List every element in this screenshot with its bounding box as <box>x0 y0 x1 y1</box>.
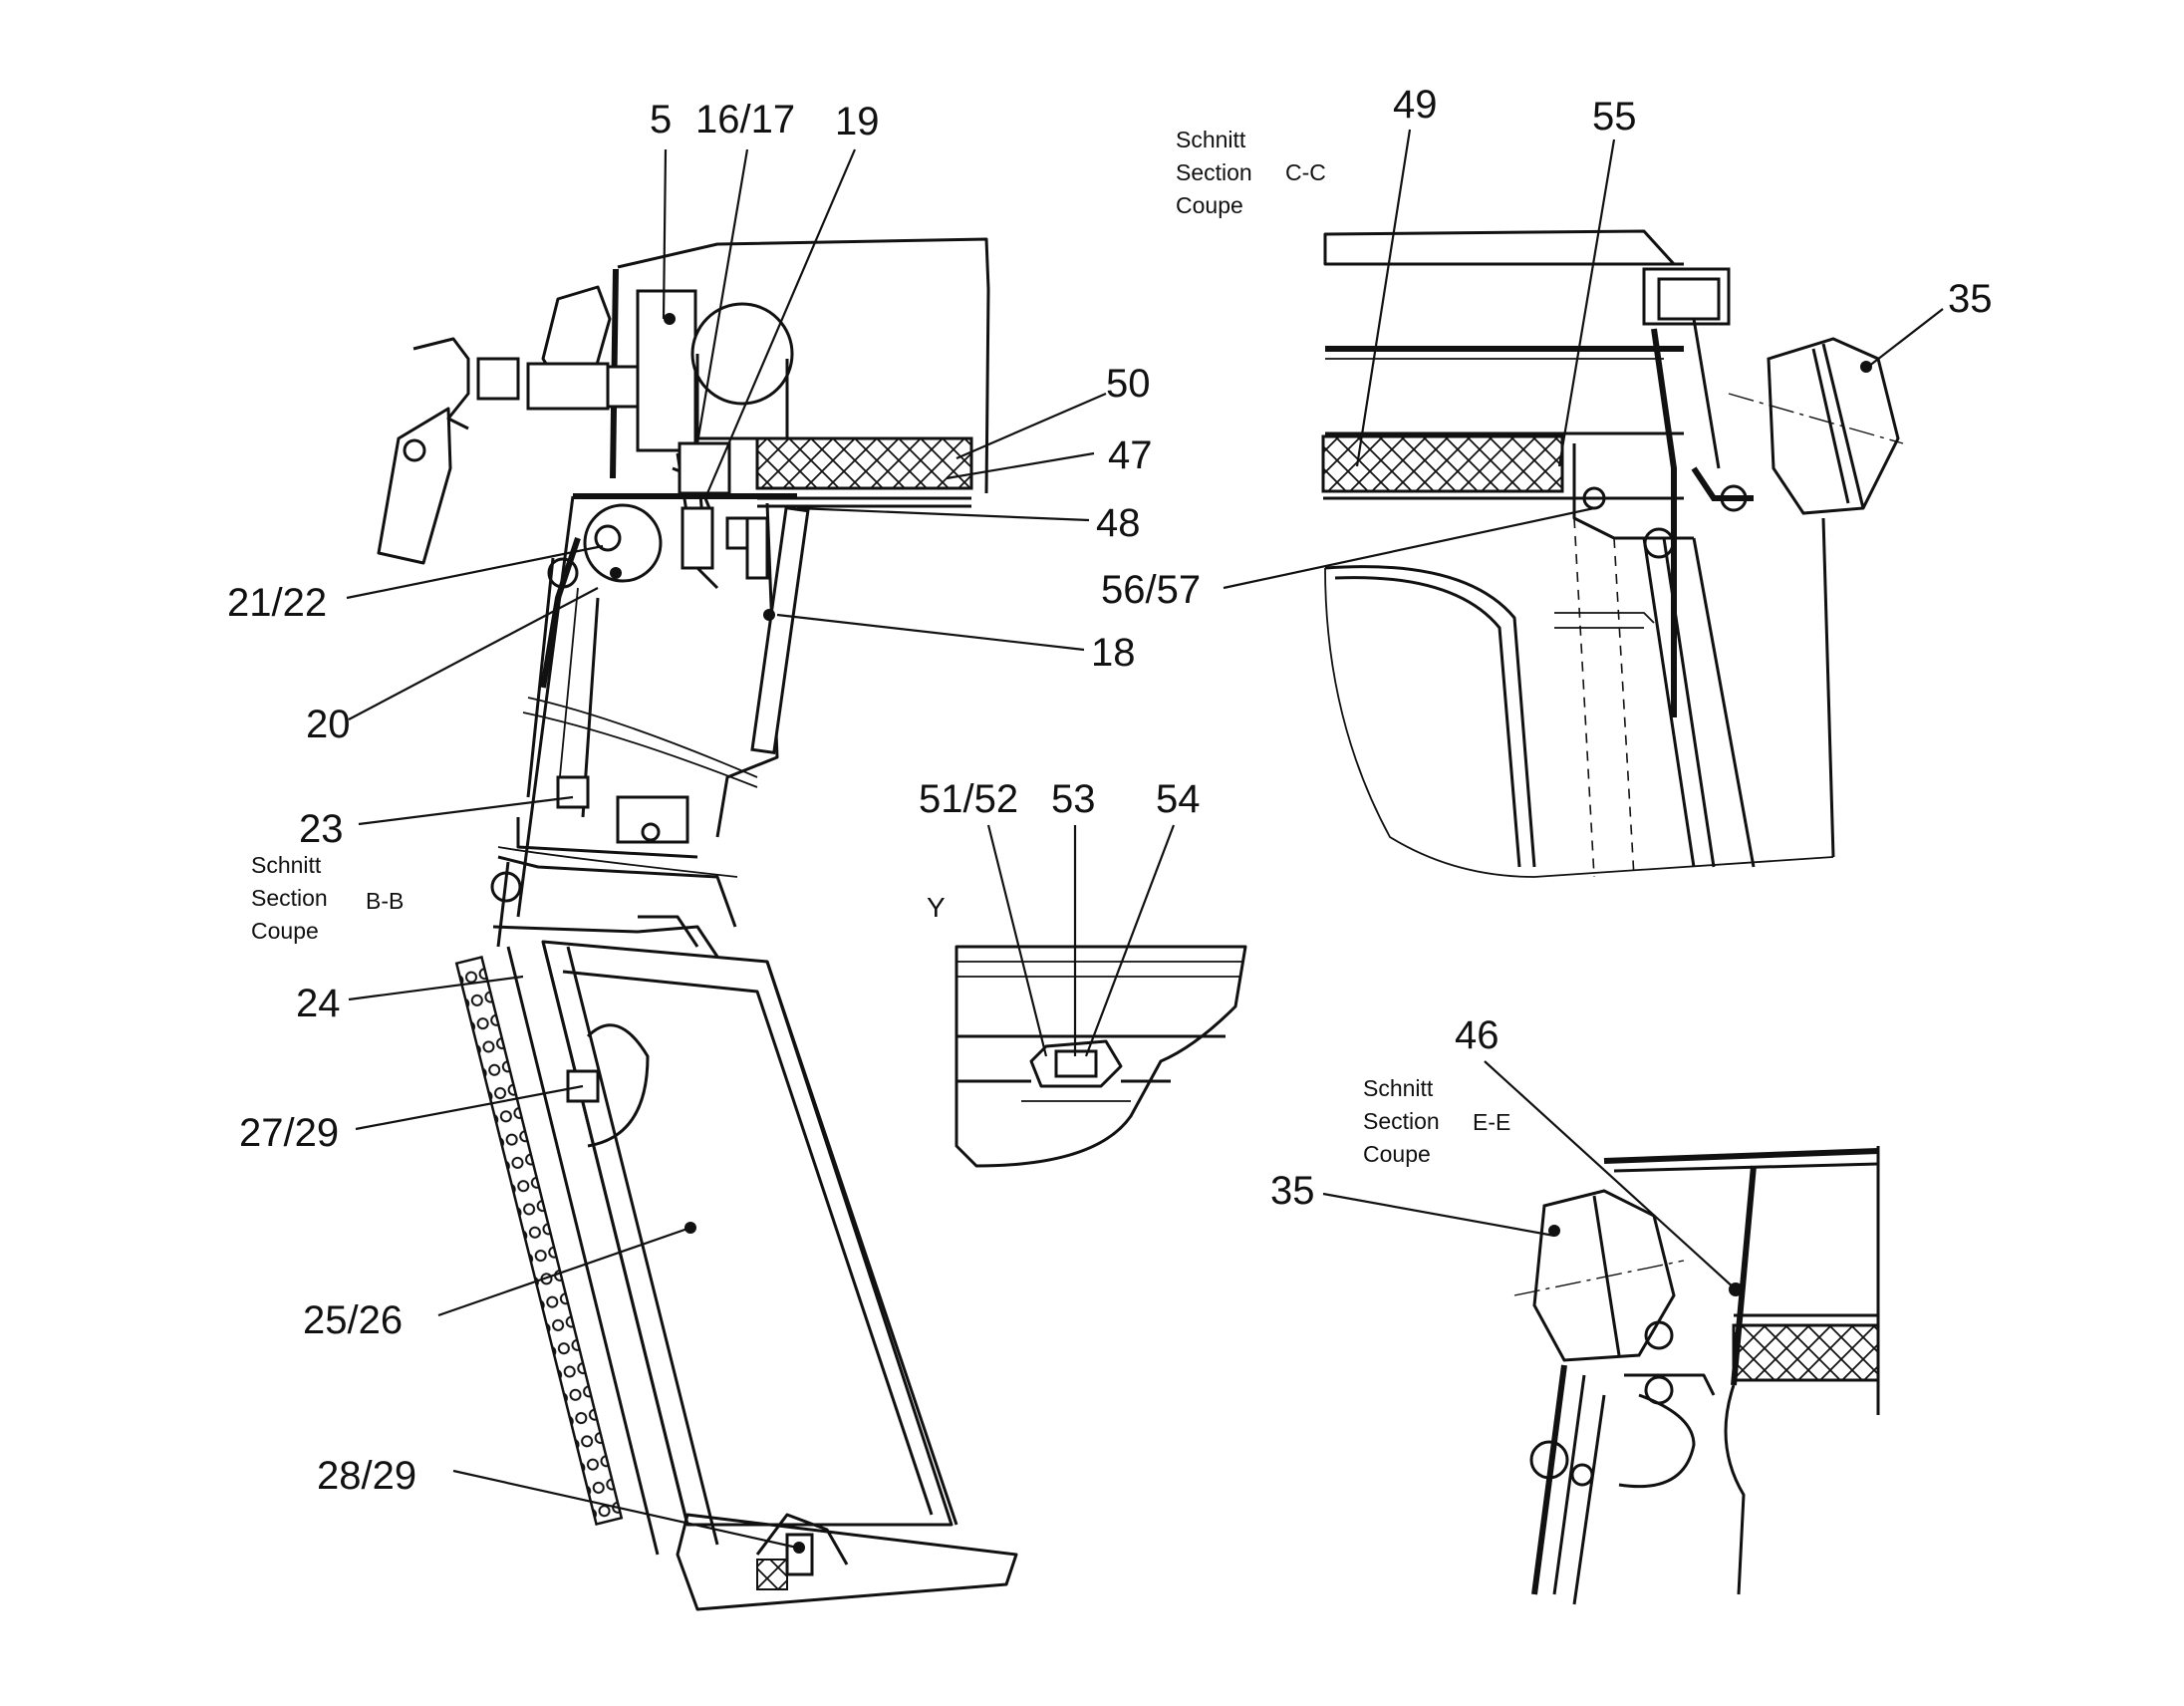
section-ee-drawing <box>1513 1146 1880 1605</box>
label-16-17: 16/17 <box>695 98 795 142</box>
label-20: 20 <box>306 703 351 746</box>
section-ee-line1: Schnitt <box>1363 1075 1434 1101</box>
section-cc-caption: Schnitt Section Coupe C-C <box>1176 127 1326 218</box>
section-ee-line2: Section <box>1363 1108 1440 1134</box>
label-46: 46 <box>1455 1013 1500 1057</box>
section-ee-caption: Schnitt Section Coupe E-E <box>1363 1075 1510 1167</box>
label-35-top: 35 <box>1948 277 1993 321</box>
label-56-57: 56/57 <box>1101 568 1201 612</box>
section-cc-line2: Section <box>1176 159 1252 185</box>
section-cc-drawing <box>1321 229 1904 878</box>
label-47: 47 <box>1108 433 1153 477</box>
label-28-29: 28/29 <box>317 1454 416 1498</box>
label-54: 54 <box>1156 777 1201 821</box>
label-35-bottom: 35 <box>1270 1169 1315 1213</box>
label-21-22: 21/22 <box>227 581 327 625</box>
part-labels: 5 16/17 19 50 47 48 18 21/22 20 23 24 27… <box>227 83 1993 1498</box>
section-cc-line1: Schnitt <box>1176 127 1246 152</box>
section-bb-line3: Coupe <box>251 918 319 944</box>
section-ee-line3: Coupe <box>1363 1141 1431 1167</box>
label-27-29: 27/29 <box>239 1111 339 1155</box>
section-bb-caption: Schnitt Section Coupe B-B <box>251 852 404 944</box>
label-55: 55 <box>1592 95 1637 139</box>
section-cc-id: C-C <box>1285 159 1326 185</box>
label-48: 48 <box>1096 501 1141 545</box>
view-y-drawing <box>955 945 1247 1168</box>
label-53: 53 <box>1051 777 1096 821</box>
label-view-y: Y <box>927 892 946 923</box>
label-5: 5 <box>650 98 672 142</box>
leader-lines <box>346 129 1944 1550</box>
label-23: 23 <box>299 807 344 851</box>
section-bb-line2: Section <box>251 885 328 911</box>
section-bb-line1: Schnitt <box>251 852 322 878</box>
label-19: 19 <box>835 100 880 143</box>
section-ee-id: E-E <box>1473 1109 1510 1135</box>
section-cc-line3: Coupe <box>1176 192 1243 218</box>
label-25-26: 25/26 <box>303 1298 403 1342</box>
label-51-52: 51/52 <box>919 777 1018 821</box>
section-bb-drawing <box>377 237 1018 1611</box>
section-bb-id: B-B <box>366 888 404 914</box>
label-18: 18 <box>1091 631 1136 675</box>
label-50: 50 <box>1106 362 1151 406</box>
label-49: 49 <box>1393 83 1438 127</box>
label-24: 24 <box>296 982 341 1025</box>
